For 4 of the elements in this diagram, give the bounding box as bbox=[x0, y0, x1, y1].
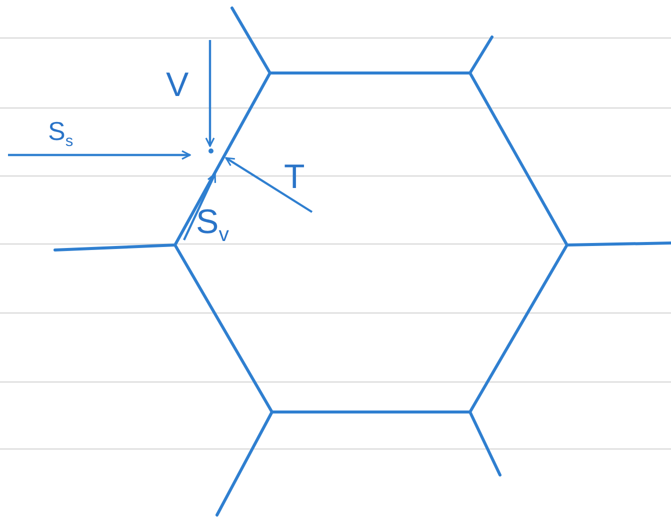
force-label: S$_{v}$ bbox=[196, 205, 229, 246]
force-label: S$_{s}$ bbox=[48, 118, 74, 150]
force-label: T bbox=[284, 160, 305, 194]
force-label: V bbox=[166, 68, 189, 102]
